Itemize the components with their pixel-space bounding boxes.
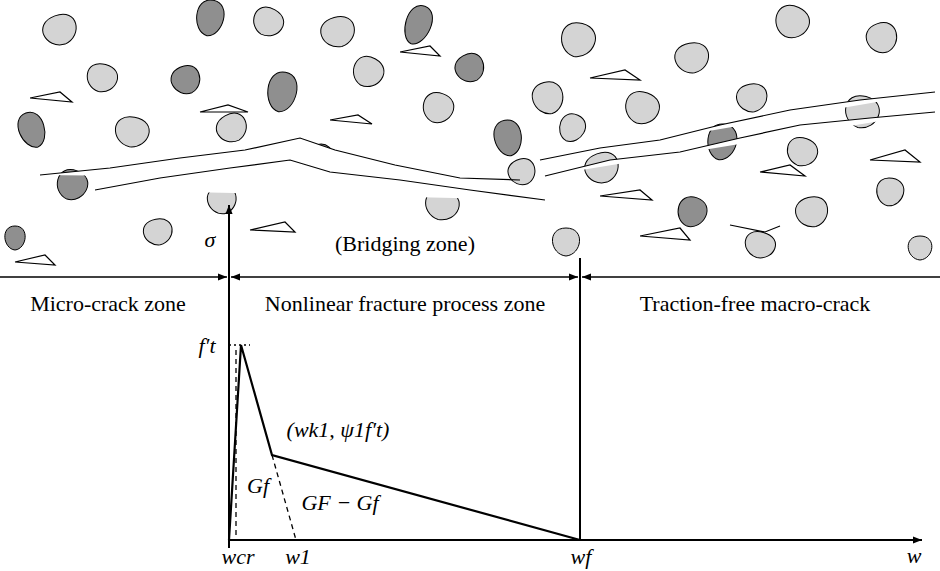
stress-symbol: σ bbox=[205, 228, 216, 252]
tensile-strength-label: f′t bbox=[198, 334, 215, 358]
zone-arrow bbox=[231, 276, 578, 278]
aggregate-particle bbox=[84, 61, 121, 96]
crack bbox=[400, 46, 440, 56]
aggregate-particle bbox=[863, 19, 902, 58]
aggregate-particle bbox=[5, 226, 25, 250]
aggregate-particle bbox=[399, 2, 437, 48]
crack bbox=[640, 228, 690, 240]
crack bbox=[250, 222, 295, 232]
aggregate-particle bbox=[742, 229, 778, 262]
aggregate-particle bbox=[874, 176, 906, 208]
critical-opening-line bbox=[235, 350, 236, 540]
aggregate-particle bbox=[212, 108, 252, 147]
aggregate-particle bbox=[555, 110, 590, 146]
zone-boundary bbox=[579, 258, 581, 540]
initial-slope-extension bbox=[272, 455, 296, 540]
aggregate-particle bbox=[793, 193, 832, 230]
zone-arrow bbox=[0, 276, 227, 278]
aggregate-particle bbox=[621, 87, 664, 129]
aggregate-particle bbox=[557, 19, 598, 61]
aggregate-particle bbox=[451, 49, 490, 88]
aggregate-particle bbox=[347, 51, 388, 92]
aggregate-particle bbox=[142, 217, 175, 248]
crack bbox=[870, 150, 920, 162]
aggregate-particle bbox=[673, 40, 712, 75]
aggregate-particle bbox=[167, 61, 205, 99]
crack bbox=[30, 92, 72, 102]
aggregate-particle bbox=[248, 2, 288, 41]
crack bbox=[330, 115, 372, 124]
aggregate-particle bbox=[735, 82, 770, 115]
crack bbox=[590, 70, 640, 80]
aggregate-particle bbox=[264, 70, 299, 114]
aggregate-particle bbox=[673, 193, 710, 231]
opening-label: wf bbox=[571, 545, 592, 569]
aggregate-particle bbox=[770, 0, 814, 43]
aggregate-particle bbox=[908, 236, 932, 260]
crack bbox=[540, 92, 935, 160]
crack bbox=[545, 112, 935, 176]
opening-label: w1 bbox=[285, 545, 311, 569]
zone-label: Traction-free macro-crack bbox=[640, 292, 871, 316]
zone-label: Nonlinear fracture process zone bbox=[265, 292, 545, 316]
fracture-energy-label: GF − Gf bbox=[301, 491, 378, 515]
aggregate-particle bbox=[39, 10, 81, 50]
opening-label: wcr bbox=[222, 545, 255, 569]
aggregate-particle bbox=[14, 109, 50, 152]
aggregate-particle bbox=[529, 79, 567, 118]
aggregate-particle bbox=[113, 114, 152, 149]
aggregate-particle bbox=[492, 118, 525, 158]
crack bbox=[730, 225, 780, 232]
peak-level-line bbox=[229, 344, 250, 345]
crack bbox=[15, 255, 55, 265]
aggregate-particle bbox=[194, 0, 227, 38]
aggregate-particle bbox=[318, 13, 358, 51]
kink-point-label: (wk1, ψ1f′t) bbox=[287, 418, 390, 442]
crack bbox=[600, 190, 652, 200]
aggregate-particle bbox=[552, 228, 579, 256]
aggregate-particle bbox=[504, 154, 540, 189]
crack bbox=[200, 105, 248, 112]
opening-label: w bbox=[907, 544, 922, 568]
zone-arrow bbox=[582, 276, 940, 278]
crack bbox=[95, 160, 545, 200]
fracture-energy-label: Gf bbox=[247, 474, 269, 498]
softening-curve bbox=[229, 345, 580, 540]
zone-label: Micro-crack zone bbox=[30, 292, 186, 316]
crack bbox=[760, 165, 805, 176]
zone-title: (Bridging zone) bbox=[335, 232, 475, 256]
aggregate-particle bbox=[419, 89, 458, 128]
stress-axis bbox=[228, 205, 230, 548]
